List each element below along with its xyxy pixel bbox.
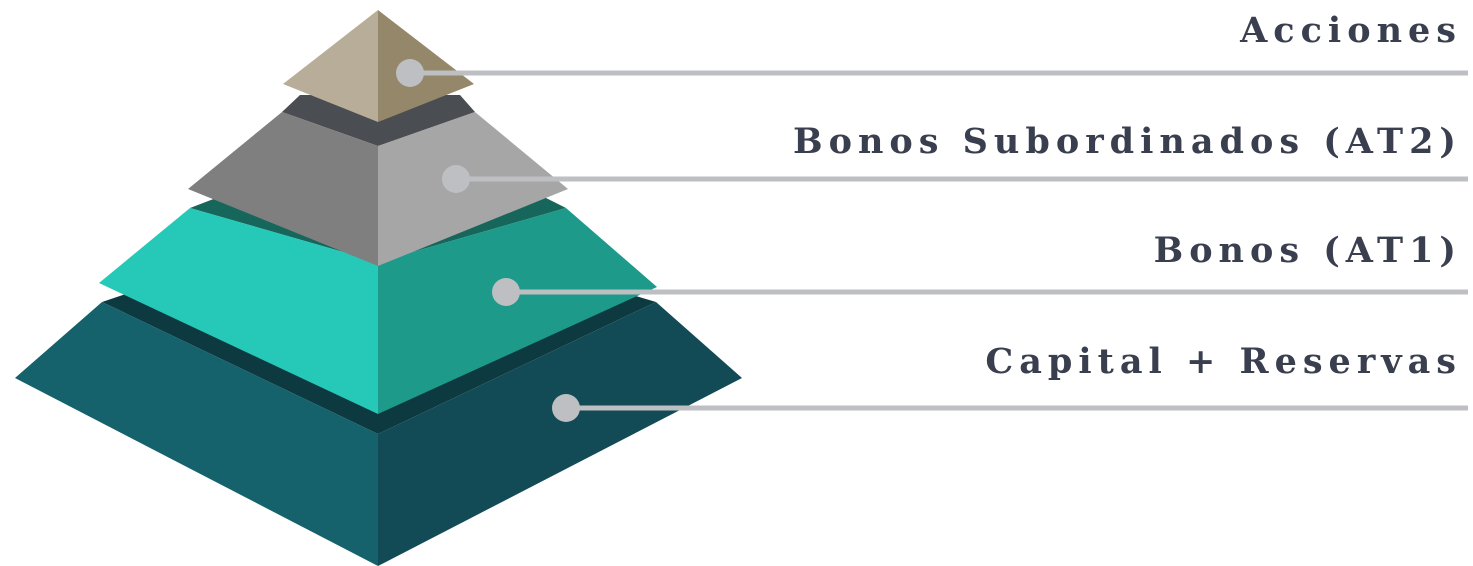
layer-1-left-face — [283, 10, 378, 122]
pyramid-layer-acciones — [283, 10, 474, 122]
layer-3-left-face — [99, 208, 378, 414]
connector-dot — [442, 165, 470, 193]
label-acciones: Acciones — [1239, 10, 1462, 51]
layer-1-right-face — [378, 10, 474, 122]
layer-4-right-face — [378, 302, 742, 566]
connector-capital-reservas — [552, 394, 1468, 422]
layer-2-right-face — [378, 112, 568, 266]
label-bonos-subordinados-at2: Bonos Subordinados (AT2) — [793, 121, 1462, 162]
connector-bonos-subordinados — [442, 165, 1468, 193]
layer-3-right-face — [378, 208, 657, 414]
connector-dot — [396, 59, 424, 87]
connector-dot — [552, 394, 580, 422]
layer-2-left-face — [188, 112, 378, 266]
connector-bonos-at1 — [492, 278, 1468, 306]
label-bonos-at1: Bonos (AT1) — [1154, 230, 1462, 271]
label-capital-reservas: Capital + Reservas — [985, 341, 1462, 382]
layer-4-left-face — [15, 302, 378, 566]
connector-acciones — [396, 59, 1468, 87]
connector-dot — [492, 278, 520, 306]
